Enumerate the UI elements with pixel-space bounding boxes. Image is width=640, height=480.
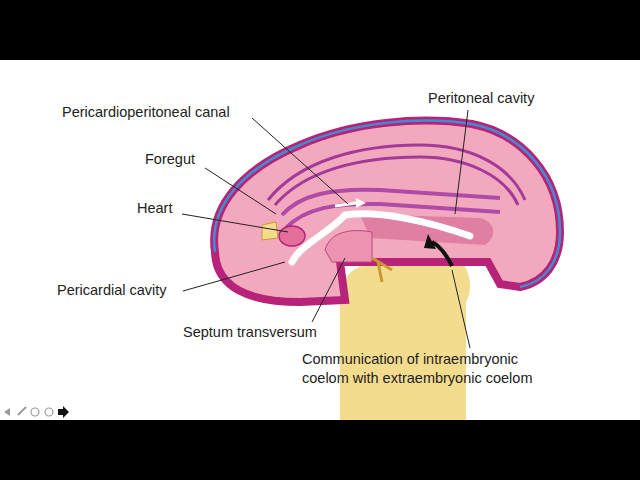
top-bar: [0, 0, 640, 60]
part-label: Septum transversum: [183, 323, 317, 342]
leader-lines: [182, 110, 470, 348]
oral-membrane: [262, 222, 278, 240]
heart: [279, 226, 305, 246]
ectoderm-layer: [214, 121, 560, 287]
black-arrow: [432, 242, 452, 266]
black-arrowhead: [424, 234, 436, 249]
part-label: Pericardioperitoneal canal: [62, 103, 230, 122]
white-arrowhead: [356, 198, 366, 208]
yolk-sac: [340, 262, 470, 420]
part-label: Pericardial cavity: [57, 281, 167, 300]
septum-transversum: [325, 231, 372, 262]
part-label: Peritoneal cavity: [428, 89, 534, 108]
part-label: Foregut: [145, 150, 195, 169]
embryo-body: [214, 121, 560, 302]
part-label: Communication of intraembryonic coelom w…: [302, 350, 564, 388]
white-arrow: [335, 203, 356, 206]
nav-icons: [4, 406, 69, 418]
vitelline-duct: [372, 258, 392, 282]
part-label: Heart: [137, 199, 172, 218]
bottom-bar: [0, 420, 640, 480]
